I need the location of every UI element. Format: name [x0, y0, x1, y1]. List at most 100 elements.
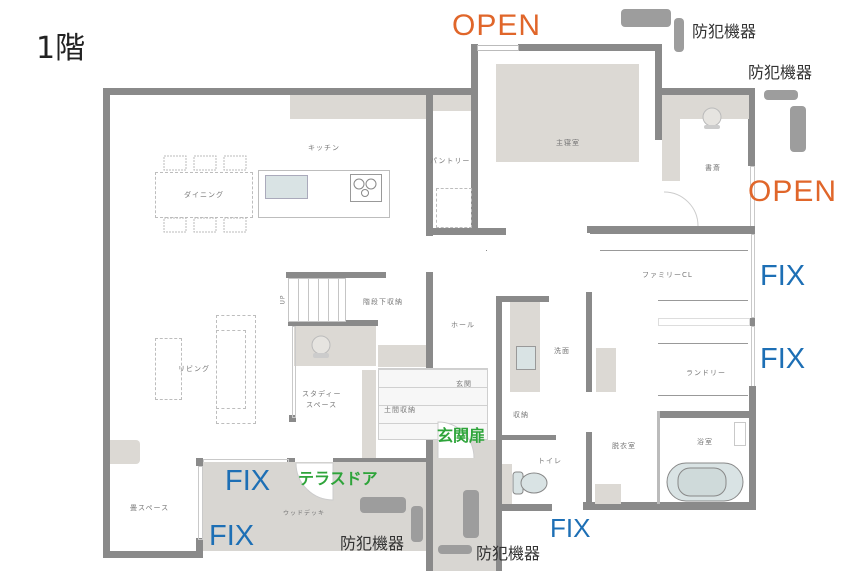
label-fix-family-closet: FIX — [760, 260, 806, 292]
wall-study-top — [655, 88, 755, 95]
room-washroom: 洗面 — [554, 347, 570, 355]
security-device-entrance-base — [438, 545, 472, 554]
wall-bath-bottom — [583, 502, 756, 510]
staircase — [288, 278, 346, 322]
room-pantry: パントリー — [430, 157, 471, 165]
label-security-deck: 防犯機器 — [340, 534, 405, 553]
toilet-icon — [512, 471, 548, 495]
security-device-deck-arm — [411, 506, 423, 542]
wall-stair-storage-right — [426, 272, 433, 370]
label-fix-toilet: FIX — [550, 513, 591, 543]
room-stair-storage: 階段下収納 — [363, 298, 403, 306]
window-fix-laundry — [751, 326, 755, 388]
room-hall: ホール — [451, 321, 475, 329]
room-study: 書斎 — [705, 164, 721, 172]
security-device-top-arm — [674, 18, 684, 52]
room-tatami: 畳スペース — [130, 504, 170, 512]
wall-toilet-top — [496, 435, 556, 440]
stairs-up-label: UP — [279, 294, 287, 305]
door-swing-entrance — [437, 421, 475, 459]
doma-storage — [362, 370, 376, 458]
stair-post — [286, 272, 293, 278]
room-bathroom: 浴室 — [697, 438, 713, 446]
wall-left — [103, 88, 110, 558]
security-device-top — [621, 9, 671, 27]
room-living: リビング — [178, 365, 210, 373]
dining-chairs-icon — [163, 155, 247, 233]
room-dressing: 脱衣室 — [612, 442, 636, 450]
security-device-right — [764, 90, 798, 100]
room-family-closet: ファミリーCL — [642, 271, 693, 279]
room-dining: ダイニング — [184, 191, 224, 199]
wall-wash-left — [496, 296, 502, 510]
study-post — [289, 415, 296, 422]
room-wood-deck: ウッドデッキ — [283, 510, 326, 517]
wall-deck-top — [333, 458, 428, 464]
room-master-bedroom: 主寝室 — [556, 139, 580, 147]
stair-storage-shelf — [378, 345, 426, 367]
study-space-chair-icon — [311, 335, 331, 358]
wall-top-main — [103, 88, 473, 95]
room-study-space-2: スペース — [306, 401, 338, 409]
bath-counter — [734, 422, 746, 446]
wall-master-top-b — [518, 44, 660, 51]
wall-study-right — [748, 88, 755, 166]
room-entrance: 玄関 — [456, 380, 472, 388]
label-entrance-door: 玄関扉 — [437, 426, 486, 445]
room-toilet: トイレ — [538, 457, 562, 465]
label-security-right: 防犯機器 — [748, 63, 813, 82]
window-fix-fcl — [751, 234, 755, 318]
security-device-deck — [360, 497, 406, 513]
wall-toilet-bottom — [496, 504, 552, 511]
window-fix-deck — [198, 466, 203, 540]
kitchen-back-counter — [290, 95, 426, 119]
wall-stair-top — [286, 272, 386, 278]
window-open-top — [477, 45, 519, 51]
wall-pantry-bottom — [426, 228, 506, 235]
door-swing-study — [663, 191, 699, 227]
wall-hall-right — [486, 250, 487, 251]
label-security-entrance: 防犯機器 — [476, 544, 541, 563]
closet-rod-4 — [658, 395, 748, 396]
closet-rod-2 — [658, 300, 748, 301]
label-open-top: OPEN — [452, 9, 542, 42]
wall-fcl-top — [590, 228, 755, 234]
wall-fcl-pillar — [749, 318, 755, 326]
wall-dressing-left — [586, 432, 592, 510]
label-security-top: 防犯機器 — [692, 22, 757, 41]
security-device-entrance — [463, 490, 479, 538]
study-space-wall — [292, 326, 296, 418]
wall-laundry-right — [749, 386, 756, 510]
wall-stair-bottom — [288, 320, 378, 326]
stove-burners-icon — [353, 178, 377, 197]
living-coffee-table — [155, 338, 182, 400]
study-chair-icon — [702, 107, 722, 129]
room-study-space-1: スタディー — [302, 390, 342, 398]
wall-pantry-left — [426, 88, 433, 236]
wall-tatami-right-b — [196, 538, 203, 558]
fcl-shelf — [596, 348, 616, 392]
wall-bottom-left — [103, 551, 203, 558]
floor-title: 1階 — [36, 31, 86, 66]
wall-tatami-right — [196, 458, 203, 466]
living-sofa-inner — [216, 330, 246, 409]
pantry-shelf-top — [433, 95, 471, 111]
wall-bath-left — [657, 411, 660, 504]
wall-master-top-a — [471, 44, 477, 50]
laundry-shelf-line — [658, 318, 750, 326]
wall-laundry-bottom — [657, 411, 755, 418]
study-space-desk — [294, 326, 376, 366]
door-swing-terrace — [295, 462, 334, 501]
label-fix-deck-lower: FIX — [209, 520, 255, 552]
room-kitchen: キッチン — [308, 144, 340, 152]
kitchen-stove — [350, 174, 382, 202]
wash-basin — [516, 346, 536, 370]
label-terrace-door: テラスドア — [298, 469, 378, 488]
entrance-tile-floor — [378, 368, 488, 440]
master-bed — [496, 64, 639, 162]
living-tv-board — [110, 440, 140, 464]
dressing-cabinet — [595, 484, 621, 504]
kitchen-sink — [265, 175, 308, 199]
pantry-shelf — [436, 188, 472, 228]
room-laundry: ランドリー — [686, 369, 726, 377]
